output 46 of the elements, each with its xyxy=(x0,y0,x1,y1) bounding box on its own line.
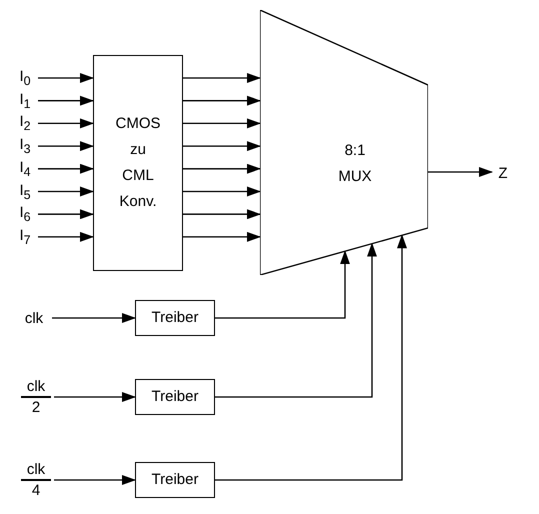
arrow xyxy=(428,167,493,177)
arrow xyxy=(54,475,136,485)
input-signal-label: I$_{6}$ xyxy=(19,204,31,224)
block-label: CMOS zu CML Konv. xyxy=(116,114,160,212)
clock-signal-label: clk xyxy=(26,378,46,396)
driver-block xyxy=(135,379,215,415)
arrow xyxy=(183,186,261,196)
arrow xyxy=(183,232,261,242)
arrow xyxy=(183,118,261,128)
input-signal-label: I$_{3}$ xyxy=(19,136,31,156)
block-label: Treiber xyxy=(152,308,198,328)
input-signal-label: I$_{4}$ xyxy=(19,158,31,179)
clock-signal-label: clk xyxy=(24,310,44,326)
arrow xyxy=(215,234,407,481)
clock-signal-label: clk xyxy=(26,461,46,478)
input-signal-label: I$_{7}$ xyxy=(19,226,31,247)
arrow xyxy=(38,118,94,128)
converter-block xyxy=(93,55,183,271)
block-label: 8:1 MUX xyxy=(338,141,372,187)
arrow xyxy=(183,164,261,174)
arrow xyxy=(183,209,261,220)
arrow xyxy=(38,141,94,152)
arrow xyxy=(215,250,350,319)
arrow xyxy=(38,232,94,242)
arrow xyxy=(183,73,261,83)
arrow xyxy=(183,96,261,106)
arrow xyxy=(38,186,94,196)
clock-signal-label: 2 xyxy=(32,398,40,416)
input-signal-label: I$_{0}$ xyxy=(19,68,31,88)
arrow xyxy=(54,392,136,402)
clock-signal-label: 4 xyxy=(32,482,40,499)
block-label: Treiber xyxy=(152,387,198,407)
arrow xyxy=(52,313,136,323)
block-label: Treiber xyxy=(152,470,198,490)
input-signal-label: I$_{2}$ xyxy=(19,113,31,134)
arrow xyxy=(38,73,94,83)
arrow xyxy=(38,164,94,174)
input-signal-label: I$_{1}$ xyxy=(19,90,31,111)
driver-block xyxy=(135,300,215,336)
arrow xyxy=(38,96,94,106)
output-signal-label: Z xyxy=(498,164,508,182)
driver-block xyxy=(135,462,215,498)
input-signal-label: I$_{5}$ xyxy=(19,182,31,202)
arrow xyxy=(38,209,94,220)
arrow xyxy=(215,242,377,398)
arrow xyxy=(183,141,261,152)
